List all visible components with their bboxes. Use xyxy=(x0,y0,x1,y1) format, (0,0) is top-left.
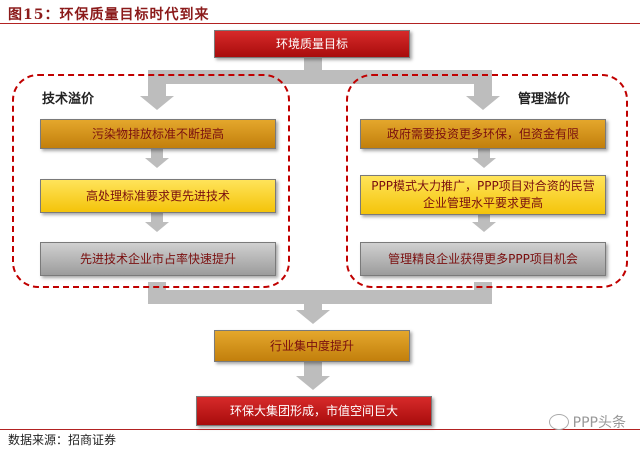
right-group-frame xyxy=(346,74,628,288)
right-step-1: 政府需要投资更多环保，但资金有限 xyxy=(360,119,606,149)
figure-title: 图15：环保质量目标时代到来 xyxy=(8,7,210,23)
merge-drop-head xyxy=(296,310,330,324)
right-group-label: 管理溢价 xyxy=(518,92,571,107)
source-note: 数据来源：招商证券 xyxy=(8,433,117,447)
final-head xyxy=(296,376,330,390)
left-arrow-1-stem xyxy=(151,149,163,159)
merge-drop-stem xyxy=(304,296,322,312)
left-step-2: 高处理标准要求更先进技术 xyxy=(40,179,276,213)
left-drop-stem xyxy=(148,70,166,98)
top-goal-box: 环境质量目标 xyxy=(214,30,410,58)
left-arrow-1-head xyxy=(145,158,169,168)
left-group-label: 技术溢价 xyxy=(42,92,95,107)
watermark: PPP头条 xyxy=(548,412,626,432)
left-arrow-2-stem xyxy=(151,213,163,223)
right-drop-stem xyxy=(474,70,492,98)
right-drop-head xyxy=(466,96,500,110)
footer-rule xyxy=(0,429,640,430)
left-step-1: 污染物排放标准不断提高 xyxy=(40,119,276,149)
right-step-3: 管理精良企业获得更多PPP项目机会 xyxy=(360,242,606,276)
left-step-3: 先进技术企业市占率快速提升 xyxy=(40,242,276,276)
top-split-bar xyxy=(150,70,490,84)
left-arrow-2-head xyxy=(145,222,169,232)
bottom-box: 环保大集团形成，市值空间巨大 xyxy=(196,396,432,426)
middle-box: 行业集中度提升 xyxy=(214,330,410,362)
watermark-text: PPP头条 xyxy=(572,415,626,431)
right-arrow-1-head xyxy=(472,158,496,168)
right-arrow-1-stem xyxy=(478,149,490,159)
right-step-2: PPP模式大力推广，PPP项目对合资的民营企业管理水平要求更高 xyxy=(360,175,606,215)
right-arrow-2-head xyxy=(472,222,496,232)
left-drop-head xyxy=(140,96,174,110)
title-rule xyxy=(0,23,640,24)
right-arrow-2-stem xyxy=(478,213,490,223)
wechat-icon xyxy=(548,414,569,430)
final-stem xyxy=(304,362,322,378)
left-group-frame xyxy=(12,74,290,288)
